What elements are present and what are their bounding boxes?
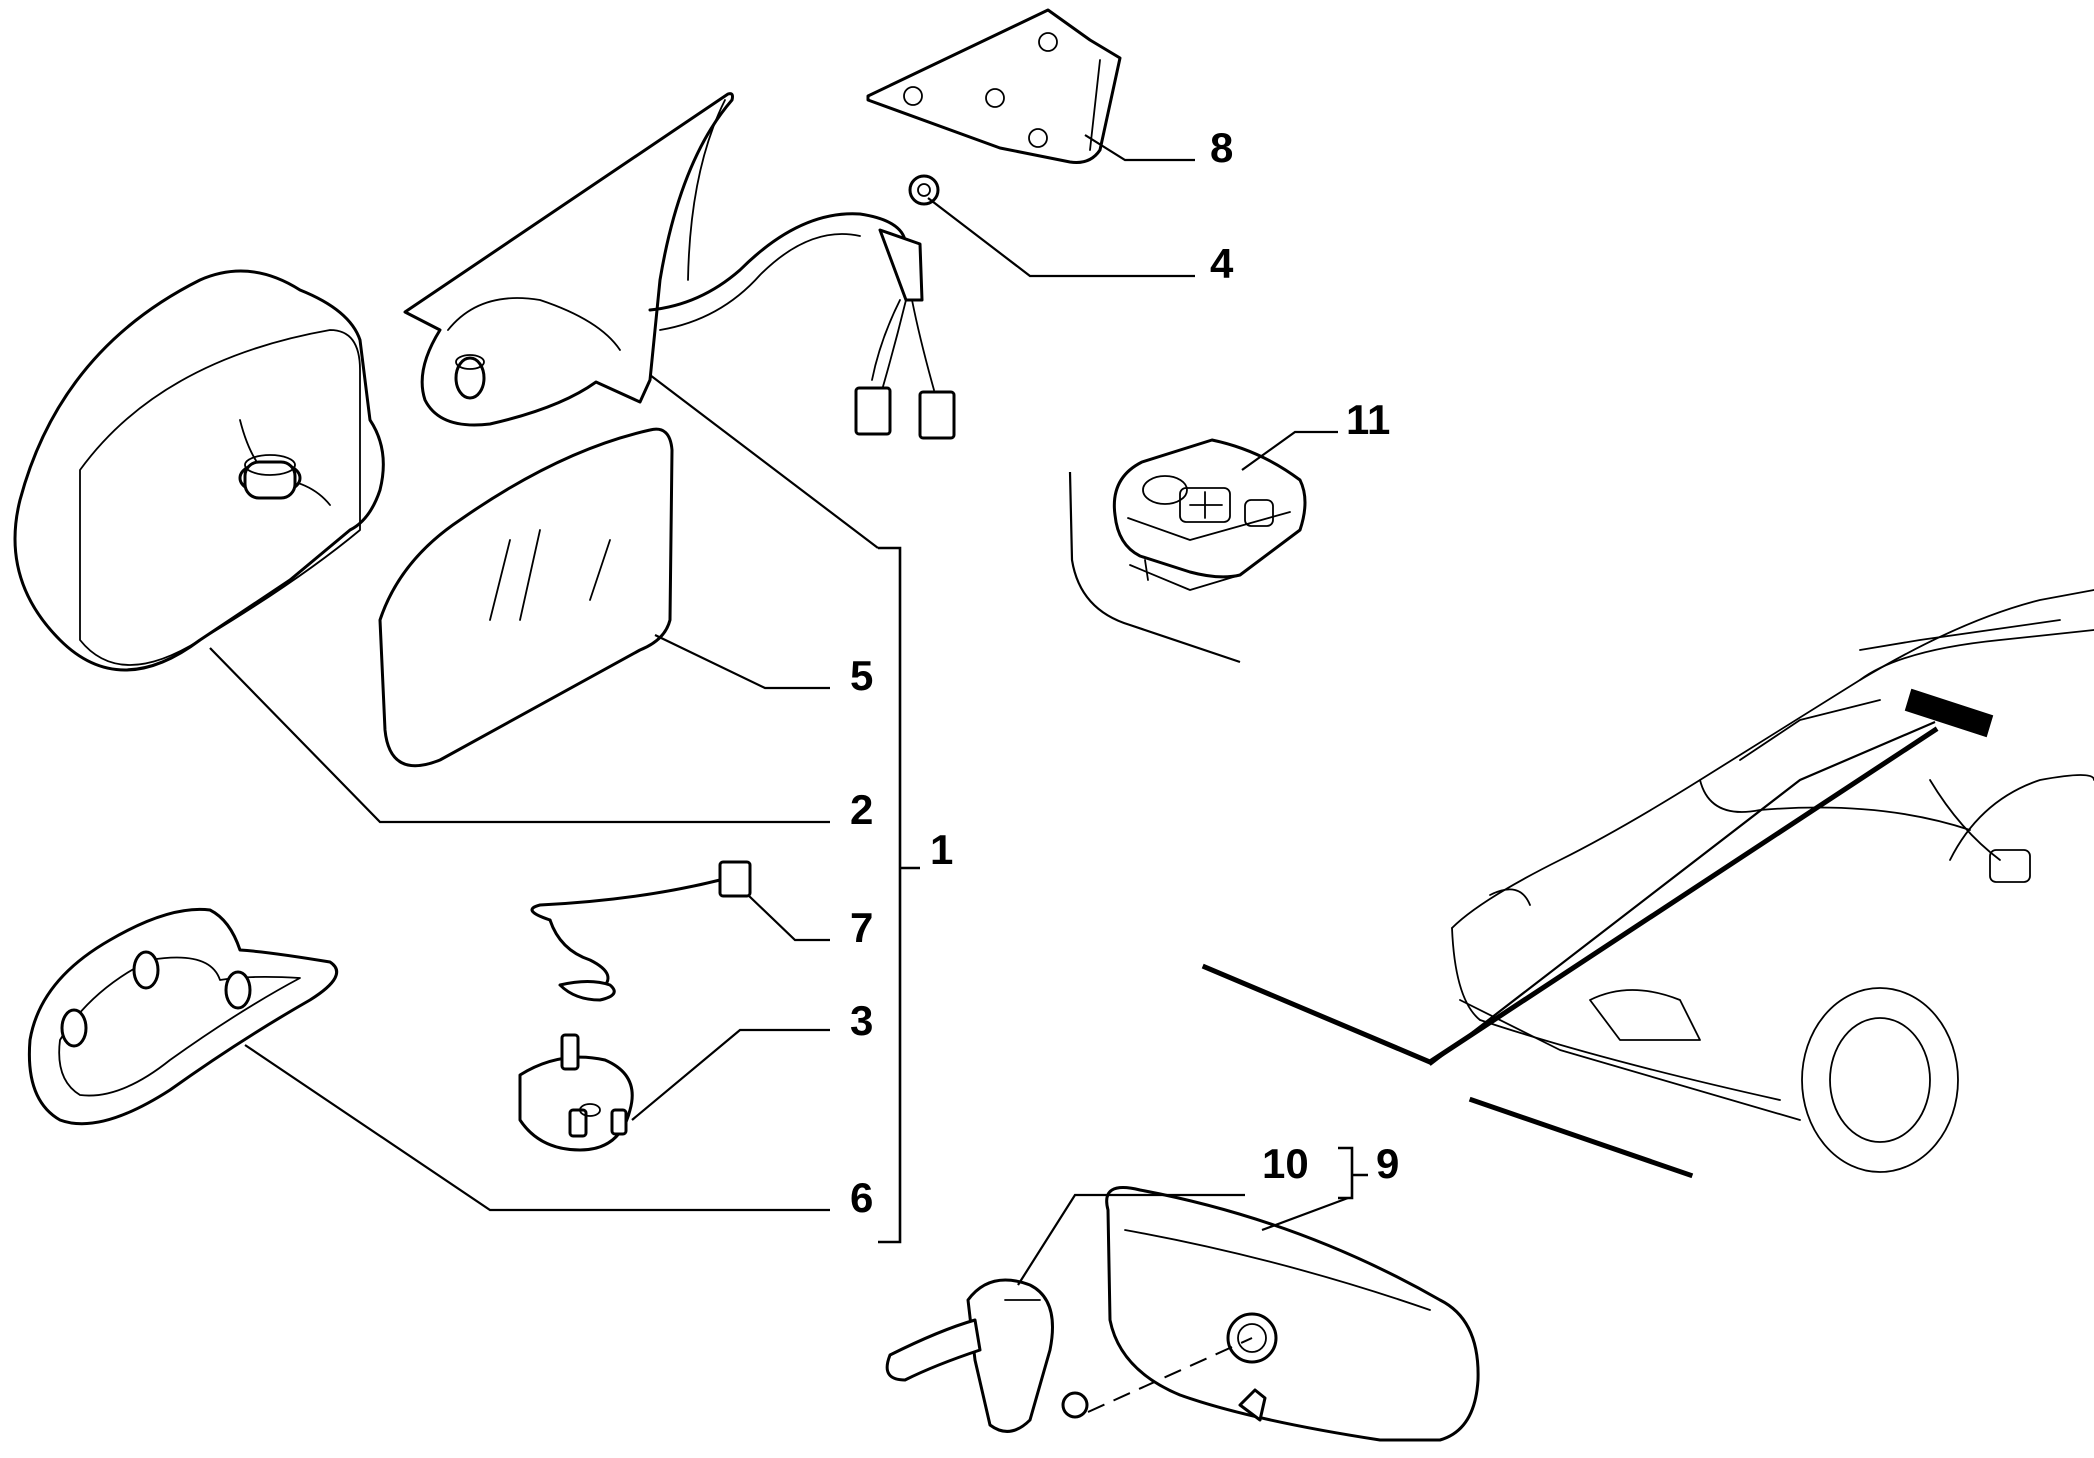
bracket-assembly-9 bbox=[1338, 1146, 1368, 1200]
bracket-assembly-1 bbox=[878, 546, 902, 1244]
callout-1: 1 bbox=[930, 826, 953, 873]
leader-9 bbox=[1261, 1196, 1349, 1232]
callout-4: 4 bbox=[1210, 240, 1234, 287]
leader-8 bbox=[1084, 134, 1195, 162]
leader-10 bbox=[1017, 1193, 1245, 1286]
part-8-cover-plate[interactable] bbox=[866, 8, 1122, 164]
callout-6: 6 bbox=[850, 1174, 873, 1221]
location-pointer-line-b bbox=[1468, 1096, 1694, 1179]
leader-7 bbox=[747, 894, 830, 942]
leader-mount-to-1 bbox=[649, 374, 879, 549]
car-location-illustration bbox=[1429, 589, 2094, 1173]
part-7-wire-connector[interactable] bbox=[530, 860, 752, 1002]
leader-6 bbox=[244, 1044, 830, 1212]
part-10-mirror-bracket[interactable] bbox=[885, 1278, 1089, 1433]
callout-3: 3 bbox=[850, 997, 873, 1044]
part-9-rearview-mirror[interactable] bbox=[1105, 1186, 1480, 1442]
callout-10: 10 bbox=[1262, 1140, 1309, 1187]
leader-3 bbox=[631, 1028, 830, 1121]
leader-2 bbox=[209, 647, 830, 824]
callout-7: 7 bbox=[850, 904, 873, 951]
part-6-base-gasket[interactable] bbox=[27, 907, 339, 1126]
leader-11 bbox=[1241, 430, 1338, 471]
callout-2: 2 bbox=[850, 786, 873, 833]
leader-4 bbox=[927, 197, 1195, 278]
callout-11: 11 bbox=[1346, 396, 1390, 443]
part-11-mirror-switch[interactable] bbox=[1112, 438, 1307, 591]
part-2-mirror-housing[interactable] bbox=[13, 269, 385, 672]
location-pointer-line-a bbox=[1201, 726, 1939, 1065]
mount-axis-dashed-line bbox=[1087, 1337, 1253, 1413]
part-4-nut[interactable] bbox=[908, 174, 940, 206]
callout-8: 8 bbox=[1210, 124, 1233, 171]
part-5-mirror-glass[interactable] bbox=[378, 427, 674, 768]
leader-5 bbox=[654, 634, 830, 690]
callout-5: 5 bbox=[850, 652, 873, 699]
part-3-actuator-plate[interactable] bbox=[518, 1033, 634, 1152]
mirror-mount-base[interactable] bbox=[403, 92, 956, 440]
callout-9: 9 bbox=[1376, 1140, 1399, 1187]
switch-location-indicator-lines bbox=[1068, 471, 1241, 664]
